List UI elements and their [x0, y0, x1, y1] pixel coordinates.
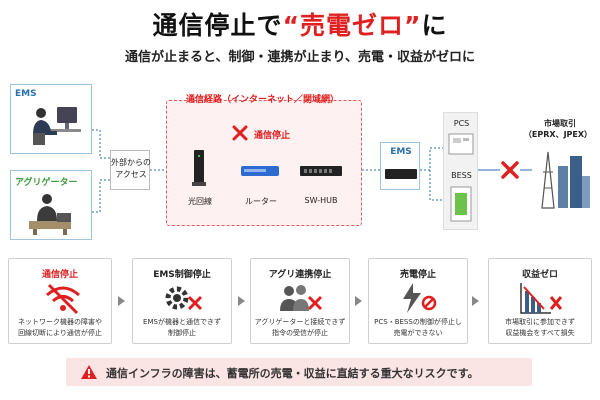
aggregator-box: アグリゲーター [10, 170, 92, 240]
flow-step-power-sale-stop: 売電停止 PCS・BESSの制御が停止し 売電ができない [368, 258, 468, 344]
market-city-icon [541, 151, 590, 209]
external-access-box: 外部からの アクセス [110, 150, 151, 190]
flow-arrow [238, 296, 245, 306]
sw-hub-label: SW-HUB [304, 196, 338, 205]
flow-arrow [118, 296, 125, 306]
optical-line-label: 光回線 [188, 197, 212, 206]
flow-step-desc: ネットワーク機器の障害や 回線切断により通信が停止 [18, 318, 102, 337]
battery-icon [450, 186, 472, 222]
red-x-icon [501, 161, 519, 179]
ems-label: EMS [15, 89, 37, 99]
switch-hub-icon [300, 166, 342, 176]
route-title: 通信経路（インターネット／閉域網） [186, 95, 340, 105]
flow-step-desc: EMSが機器と通信できず 制御停止 [143, 318, 221, 337]
flow-step-title: EMS制御停止 [153, 270, 211, 280]
laptop-worker-icon [29, 194, 71, 235]
gear-off-icon [165, 286, 203, 311]
flow-step-title: 収益ゼロ [521, 270, 558, 280]
pcs-icon [448, 133, 474, 155]
router-icon [241, 166, 279, 176]
chart-down-icon [520, 283, 563, 314]
flow-step-ems-stop: EMS制御停止 EMSが機器と通信できず 制御停止 [132, 258, 232, 344]
ems-box: EMS [10, 84, 92, 154]
red-x-icon [232, 125, 248, 141]
page-subtitle: 通信が止まると、制御・連携が止まり、売電・収益がゼロに [125, 50, 475, 65]
flow-arrow [472, 296, 479, 306]
market-title: 市場取引 [544, 119, 576, 128]
optical-terminal-icon [192, 150, 206, 186]
flow-arrow [355, 296, 362, 306]
flow-step-comm-stop: 通信停止 ネットワーク機器の障害や 回線切断により通信が停止 [8, 258, 112, 344]
page-title: 通信停止で“売電ゼロ”に [152, 11, 448, 40]
flow-step-desc: PCS・BESSの制御が停止し 売電ができない [374, 318, 462, 337]
flow-step-title: 通信停止 [41, 270, 78, 280]
risk-banner: 通信インフラの障害は、蓄電所の売電・収益に直結する重大なリスクです。 [66, 358, 532, 386]
aggregator-label: アグリゲーター [15, 178, 78, 188]
flow-step-zero-revenue: 収益ゼロ 市場取引に参加できず 収益機会をすべて損失 [488, 258, 592, 344]
title-emphasis: “売電ゼロ” [282, 11, 422, 40]
pcs-bess-box: PCS BESS [443, 112, 478, 230]
office-worker-icon [33, 107, 81, 145]
flow-step-desc: 市場取引に参加できず 収益機会をすべて損失 [505, 318, 575, 337]
bess-label: BESS [451, 171, 472, 180]
ems-device-icon [385, 169, 417, 179]
flow-step-aggregator-stop: アグリ連携停止 アグリゲーターと接続できず 指令の受信が停止 [250, 258, 350, 344]
market-subtitle: （EPRX、JPEX） [523, 130, 593, 139]
warning-icon [81, 365, 97, 379]
router-label: ルーター [245, 197, 277, 206]
external-access-label: 外部からの アクセス [111, 158, 151, 179]
ems-device-label: EMS [390, 147, 412, 157]
ems-device-box: EMS [380, 142, 420, 190]
wifi-off-icon [46, 283, 80, 315]
flow-step-title: アグリ連携停止 [268, 270, 332, 280]
flow-step-title: 売電停止 [399, 270, 436, 280]
route-status: 通信停止 [254, 131, 291, 141]
risk-banner-text: 通信インフラの障害は、蓄電所の売電・収益に直結する重大なリスクです。 [106, 367, 479, 380]
power-off-icon [403, 283, 437, 313]
pcs-label: PCS [453, 119, 470, 128]
users-off-icon [280, 285, 323, 311]
flow-step-desc: アグリゲーターと接続できず 指令の受信が停止 [254, 318, 346, 337]
